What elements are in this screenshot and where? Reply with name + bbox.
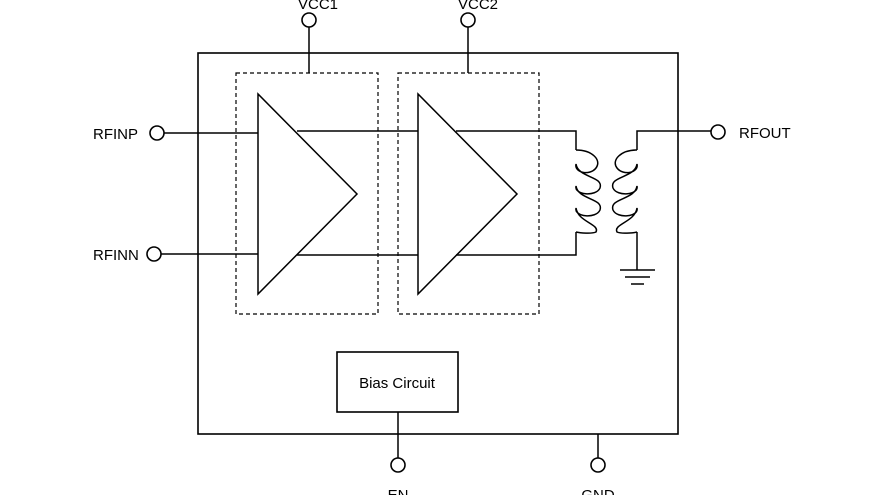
vcc1-label: VCC1 — [298, 0, 338, 13]
chip-outline — [197, 52, 679, 435]
rfinp-label: RFINP — [93, 126, 138, 143]
transformer-secondary-coil — [612, 149, 638, 234]
transformer-primary-coil — [575, 149, 601, 234]
rfout-label: RFOUT — [739, 125, 791, 142]
rfinn-label: RFINN — [93, 247, 139, 264]
ground-symbol — [620, 232, 655, 285]
bias-circuit-block: Bias Circuit — [336, 351, 459, 413]
rfinn-pin: RFINN — [93, 246, 258, 264]
rfinp-pin: RFINP — [93, 125, 258, 143]
stage1-box — [235, 72, 379, 315]
amplifier-stage-2 — [417, 92, 519, 296]
gnd-label: GND — [581, 487, 615, 495]
vcc2-pin: VCC2 — [458, 0, 498, 73]
vcc1-pin: VCC1 — [298, 0, 338, 73]
gnd-pin: GND — [581, 434, 615, 495]
rfout-pin: RFOUT — [636, 124, 791, 150]
vcc2-label: VCC2 — [458, 0, 498, 13]
output-wires — [456, 130, 577, 256]
amplifier-stage-1 — [257, 92, 359, 296]
en-label: EN — [388, 487, 409, 495]
stage2-box — [397, 72, 540, 315]
en-pin: EN — [388, 412, 409, 495]
bias-circuit-label: Bias Circuit — [359, 375, 436, 392]
